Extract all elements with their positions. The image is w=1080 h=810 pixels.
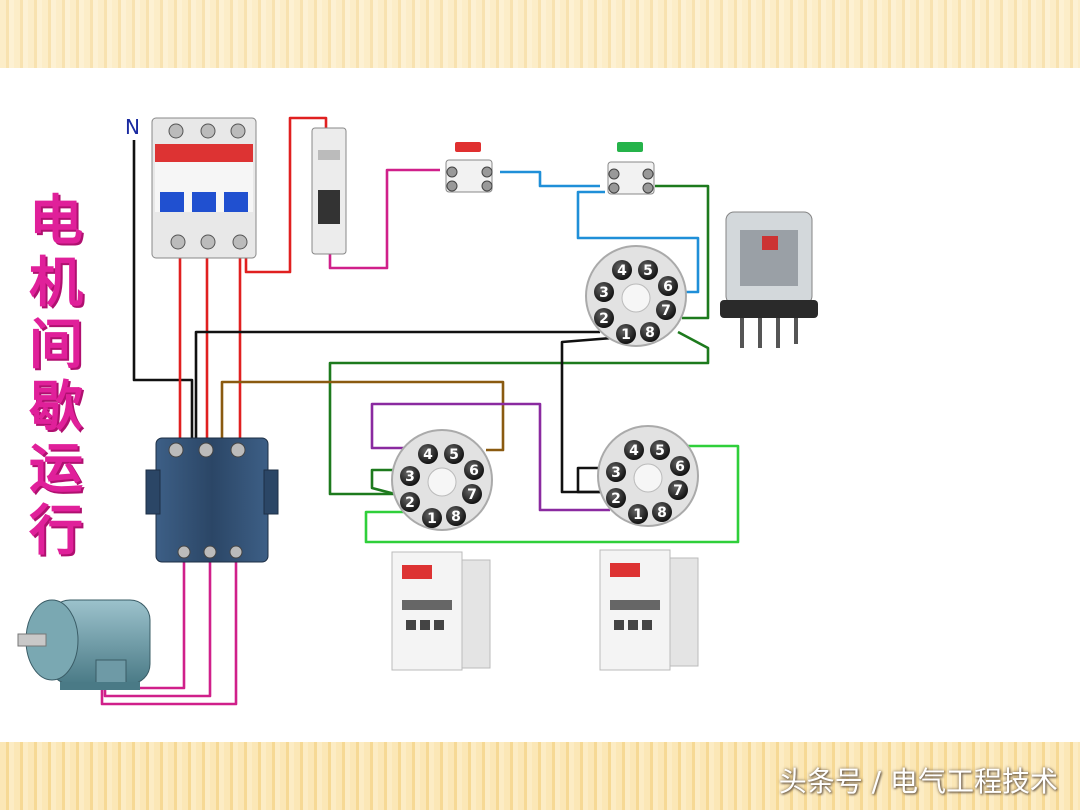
timer-relay-icon [599,549,699,671]
wire-green-light [364,444,740,544]
socket-pin [628,504,648,524]
wire-brown [220,380,505,452]
start-button-icon [607,142,655,195]
bottom-decor-band [0,742,1080,810]
socket-pin [462,484,482,504]
wire-blue-1 [500,170,600,188]
socket-pin [464,460,484,480]
socket-pin-label: 8 [657,505,667,521]
socket-pin [658,276,678,296]
vertical-title: 电 机 间 歇 运 行 [18,190,94,562]
socket-pin-label: 8 [451,509,461,525]
socket-pin-label: 4 [629,443,639,459]
socket-pin [624,440,644,460]
title-char: 歇 [29,375,83,438]
socket-pin [400,466,420,486]
wire-jumper-right [576,466,606,494]
socket-pin [444,444,464,464]
socket-pin [422,508,442,528]
socket-pin-label: 2 [611,491,621,507]
socket-pin [652,502,672,522]
socket-pin-label: 1 [621,327,631,343]
socket-pin-label: 1 [633,507,643,523]
socket-pin [612,260,632,280]
circuit-breaker-1p [311,127,347,255]
socket-pin-label: 2 [405,495,415,511]
title-char: 运 [29,437,83,500]
stop-button-icon [445,142,493,193]
socket-pin-label: 3 [599,285,609,301]
socket-pin-label: 8 [645,325,655,341]
socket-pin-label: 5 [643,263,653,279]
wire-black-3 [194,330,600,440]
socket-pin-label: 3 [405,469,415,485]
socket-pin [418,444,438,464]
socket-pin-label: 6 [469,463,479,479]
socket-pin-label: 7 [673,483,683,499]
socket-pin [594,282,614,302]
relay-icon [720,211,818,348]
wire-ctrl-magenta [328,168,440,270]
socket-pin [606,462,626,482]
contactor-icon [145,437,279,563]
socket-pin-label: 3 [611,465,621,481]
socket-pin-label: 7 [661,303,671,319]
wire-green-dark-1 [655,184,710,320]
socket-pin-label: 6 [675,459,685,475]
wire-green-dark-2 [328,330,710,496]
socket-pin-label: 6 [663,279,673,295]
socket-pin-label: 2 [599,311,609,327]
watermark: 头条号 / 电气工程技术 [778,765,1058,798]
socket-pin [400,492,420,512]
socket-pin [668,480,688,500]
socket-pin-label: 1 [427,511,437,527]
socket-pin-label: 4 [423,447,433,463]
neutral-label: N [125,115,140,139]
wire-jumper-left [370,468,400,496]
wires [100,116,740,706]
socket-pin [616,324,636,344]
socket-pin [594,308,614,328]
socket-pin [638,260,658,280]
title-char: 电 [29,189,83,252]
title-char: 行 [29,499,83,562]
wire-purple-1 [370,402,610,512]
socket-pin [656,300,676,320]
socket-pin [670,456,690,476]
socket-pin-label: 7 [467,487,477,503]
top-decor-band [0,0,1080,68]
wire-blue-2 [576,190,700,294]
title-char: 机 [29,251,83,314]
socket-pin [640,322,660,342]
motor-icon [17,599,151,690]
socket-pin-label: 5 [449,447,459,463]
timer-relay-icon [391,551,491,671]
socket-pin [650,440,670,460]
wire-ctrl-l [244,116,328,274]
title-char: 间 [29,313,83,376]
socket-pin [606,488,626,508]
wire-neutral [132,140,194,440]
circuit-breaker-3p [151,117,257,259]
socket-pin-label: 5 [655,443,665,459]
socket-pin [446,506,466,526]
socket-pin-label: 4 [617,263,627,279]
